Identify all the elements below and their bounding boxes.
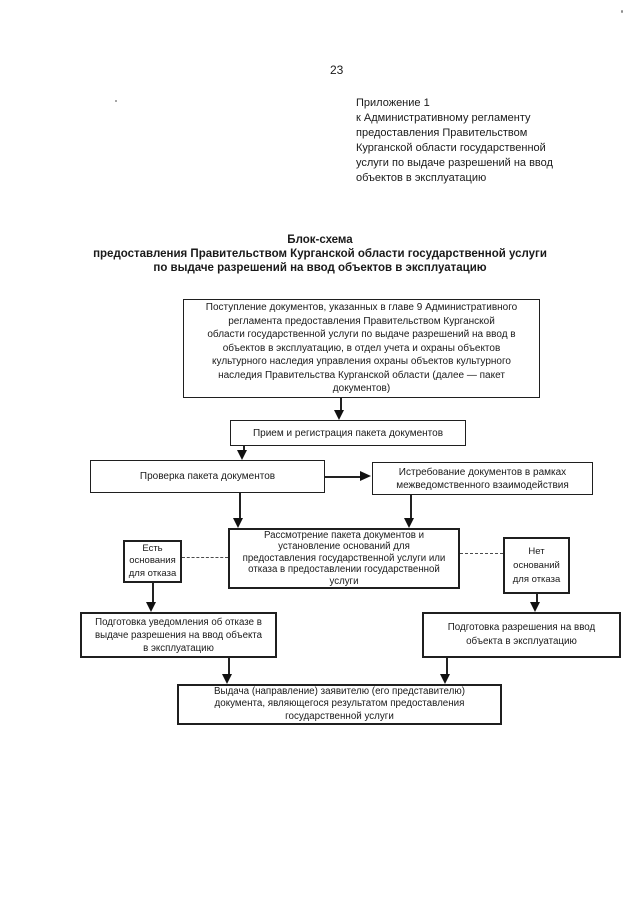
flowchart-box-issue-result: Выдача (направление) заявителю (его пред… xyxy=(177,684,502,725)
flowchart-box-check: Проверка пакета документов xyxy=(90,460,325,493)
connector-registration-check xyxy=(243,446,245,451)
scan-speck xyxy=(621,10,623,13)
connector-yes-refusal xyxy=(152,582,154,602)
scan-speck xyxy=(115,100,117,102)
connector-refusal-issue xyxy=(228,658,230,674)
connector-receipt-registration xyxy=(340,398,342,410)
connector-interagency-review xyxy=(410,495,412,518)
page-number: 23 xyxy=(330,63,344,77)
connector-no-permit xyxy=(536,594,538,602)
page-title: Блок-схема предоставления Правительством… xyxy=(93,234,547,274)
down-arrow-icon xyxy=(146,602,156,612)
flowchart-box-grounds-yes: Есть основания для отказа xyxy=(123,540,182,583)
appendix-note: Приложение 1 к Административному регламе… xyxy=(356,97,553,184)
down-arrow-icon xyxy=(334,410,344,420)
down-arrow-icon xyxy=(237,450,247,460)
down-arrow-icon xyxy=(404,518,414,528)
connector-review-grounds-no xyxy=(460,553,503,554)
connector-review-grounds-yes xyxy=(182,557,228,558)
flowchart-box-receipt: Поступление документов, указанных в глав… xyxy=(183,299,540,398)
down-arrow-icon xyxy=(530,602,540,612)
flowchart-box-grounds-no: Нет оснований для отказа xyxy=(503,537,570,594)
right-arrow-icon xyxy=(360,471,371,481)
flowchart-box-review: Рассмотрение пакета документов и установ… xyxy=(228,528,460,589)
down-arrow-icon xyxy=(233,518,243,528)
down-arrow-icon xyxy=(440,674,450,684)
connector-permit-issue xyxy=(446,658,448,674)
flowchart-box-interagency: Истребование документов в рамках межведо… xyxy=(372,462,593,495)
flowchart-box-registration: Прием и регистрация пакета документов xyxy=(230,420,466,446)
connector-check-interagency xyxy=(325,476,361,478)
connector-check-review xyxy=(239,493,241,518)
flowchart-box-permit: Подготовка разрешения на ввод объекта в … xyxy=(422,612,621,658)
flowchart-box-refusal-notice: Подготовка уведомления об отказе в выдач… xyxy=(80,612,277,658)
down-arrow-icon xyxy=(222,674,232,684)
